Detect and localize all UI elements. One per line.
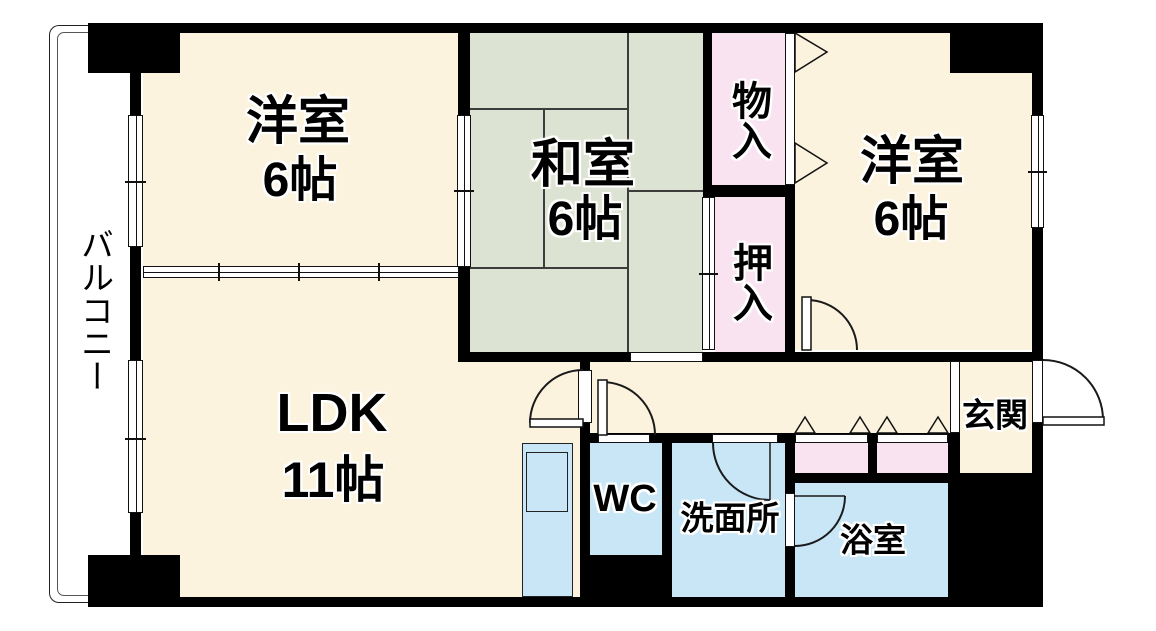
door-panel-ldk [529,418,584,428]
wall-below-wc [590,555,662,597]
tatami-line [468,267,627,269]
wall-right [1032,23,1043,607]
ldk-size: 11帖 [281,452,385,508]
folding-door-icon [794,141,829,185]
tatami-line [627,190,703,192]
sliding-door-oshiire [699,197,718,350]
door-arc-ldk [529,369,584,424]
wall-mass-bottom-right [957,473,1043,607]
wc-label: WC [593,478,657,520]
closet-label: 押入 [727,242,771,322]
opening-ldk-hall [578,370,592,423]
door-panel-wc [597,379,608,436]
hall-closet-1-floor [795,443,868,473]
hall-closet-2-floor [877,443,948,473]
entrance-floor [950,362,1032,473]
door-panel-entrance [1042,416,1105,426]
window-ldk-balcony [125,360,146,513]
western-room-1-label: 洋室 [245,93,351,151]
folding-door-icon [794,31,829,74]
sliding-door-west1-washitsu [454,115,474,267]
entrance-label: 玄関 [962,396,1028,434]
opening-hall-closet-1 [795,434,868,443]
wall-left [130,23,141,607]
wall-bath-east [948,433,960,597]
western-room-2-label: 洋室 [859,133,965,191]
wall-closet-divider [868,434,877,473]
door-arc-bathroom [794,495,846,547]
bathroom-label: 浴室 [840,521,906,559]
entrance-step [950,361,960,433]
tatami-line [627,33,629,352]
japanese-room-size: 6帖 [547,193,623,246]
window-west1-balcony [125,115,146,247]
room-western-1-floor [143,33,459,277]
storage-monoire-floor [712,33,785,185]
door-arc-wc [601,381,656,436]
wall-rooms-south [458,352,1032,362]
ldk-label: LDK [276,383,388,443]
opening-wc [598,434,650,443]
opening-hall-closet-2 [877,434,948,443]
folding-door-icon [848,415,872,434]
kitchen-sink [526,452,568,512]
door-arc-entrance [1042,359,1104,421]
japanese-room-label: 和室 [530,136,636,194]
washroom-label: 洗面所 [680,499,780,537]
wc-floor [590,443,662,555]
opening-monoire [785,33,795,185]
room-japanese-floor [468,33,703,352]
opening-entrance-door [1032,360,1043,423]
washroom-floor [672,443,785,597]
door-panel-west2 [801,296,812,351]
wall-oshiire-east [785,197,795,362]
room-western-2-floor [795,33,1032,350]
western-room-1-size: 6帖 [262,154,338,207]
storage-label: 物入 [726,80,770,160]
wall-top [88,23,1043,33]
door-arc-west2 [806,299,858,351]
opening-bathroom [785,493,795,547]
folding-door-icon [875,415,899,434]
closet-oshiire-floor [715,197,785,352]
folding-door-icon [926,415,950,434]
wall-wc-west [580,443,590,597]
tatami-line [468,108,627,110]
balcony-label: バルコニー [76,227,114,393]
western-room-2-size: 6帖 [873,193,949,246]
opening-washitsu-hall [630,352,703,362]
partition-west1-ldk [143,263,459,281]
tatami-line [543,108,545,267]
folding-door-icon [793,415,817,434]
wall-bath-north [785,473,957,483]
kitchen-counter [522,443,573,597]
wall-bottom [88,597,1043,607]
window-west2 [1028,115,1047,228]
wall-corner-top-right [950,23,1043,73]
opening-washroom [712,434,778,443]
door-arc-washroom [712,442,771,501]
wall-monoire-west [703,33,712,197]
wall-monoire-south [703,185,795,197]
wall-wc-washroom [662,435,672,597]
